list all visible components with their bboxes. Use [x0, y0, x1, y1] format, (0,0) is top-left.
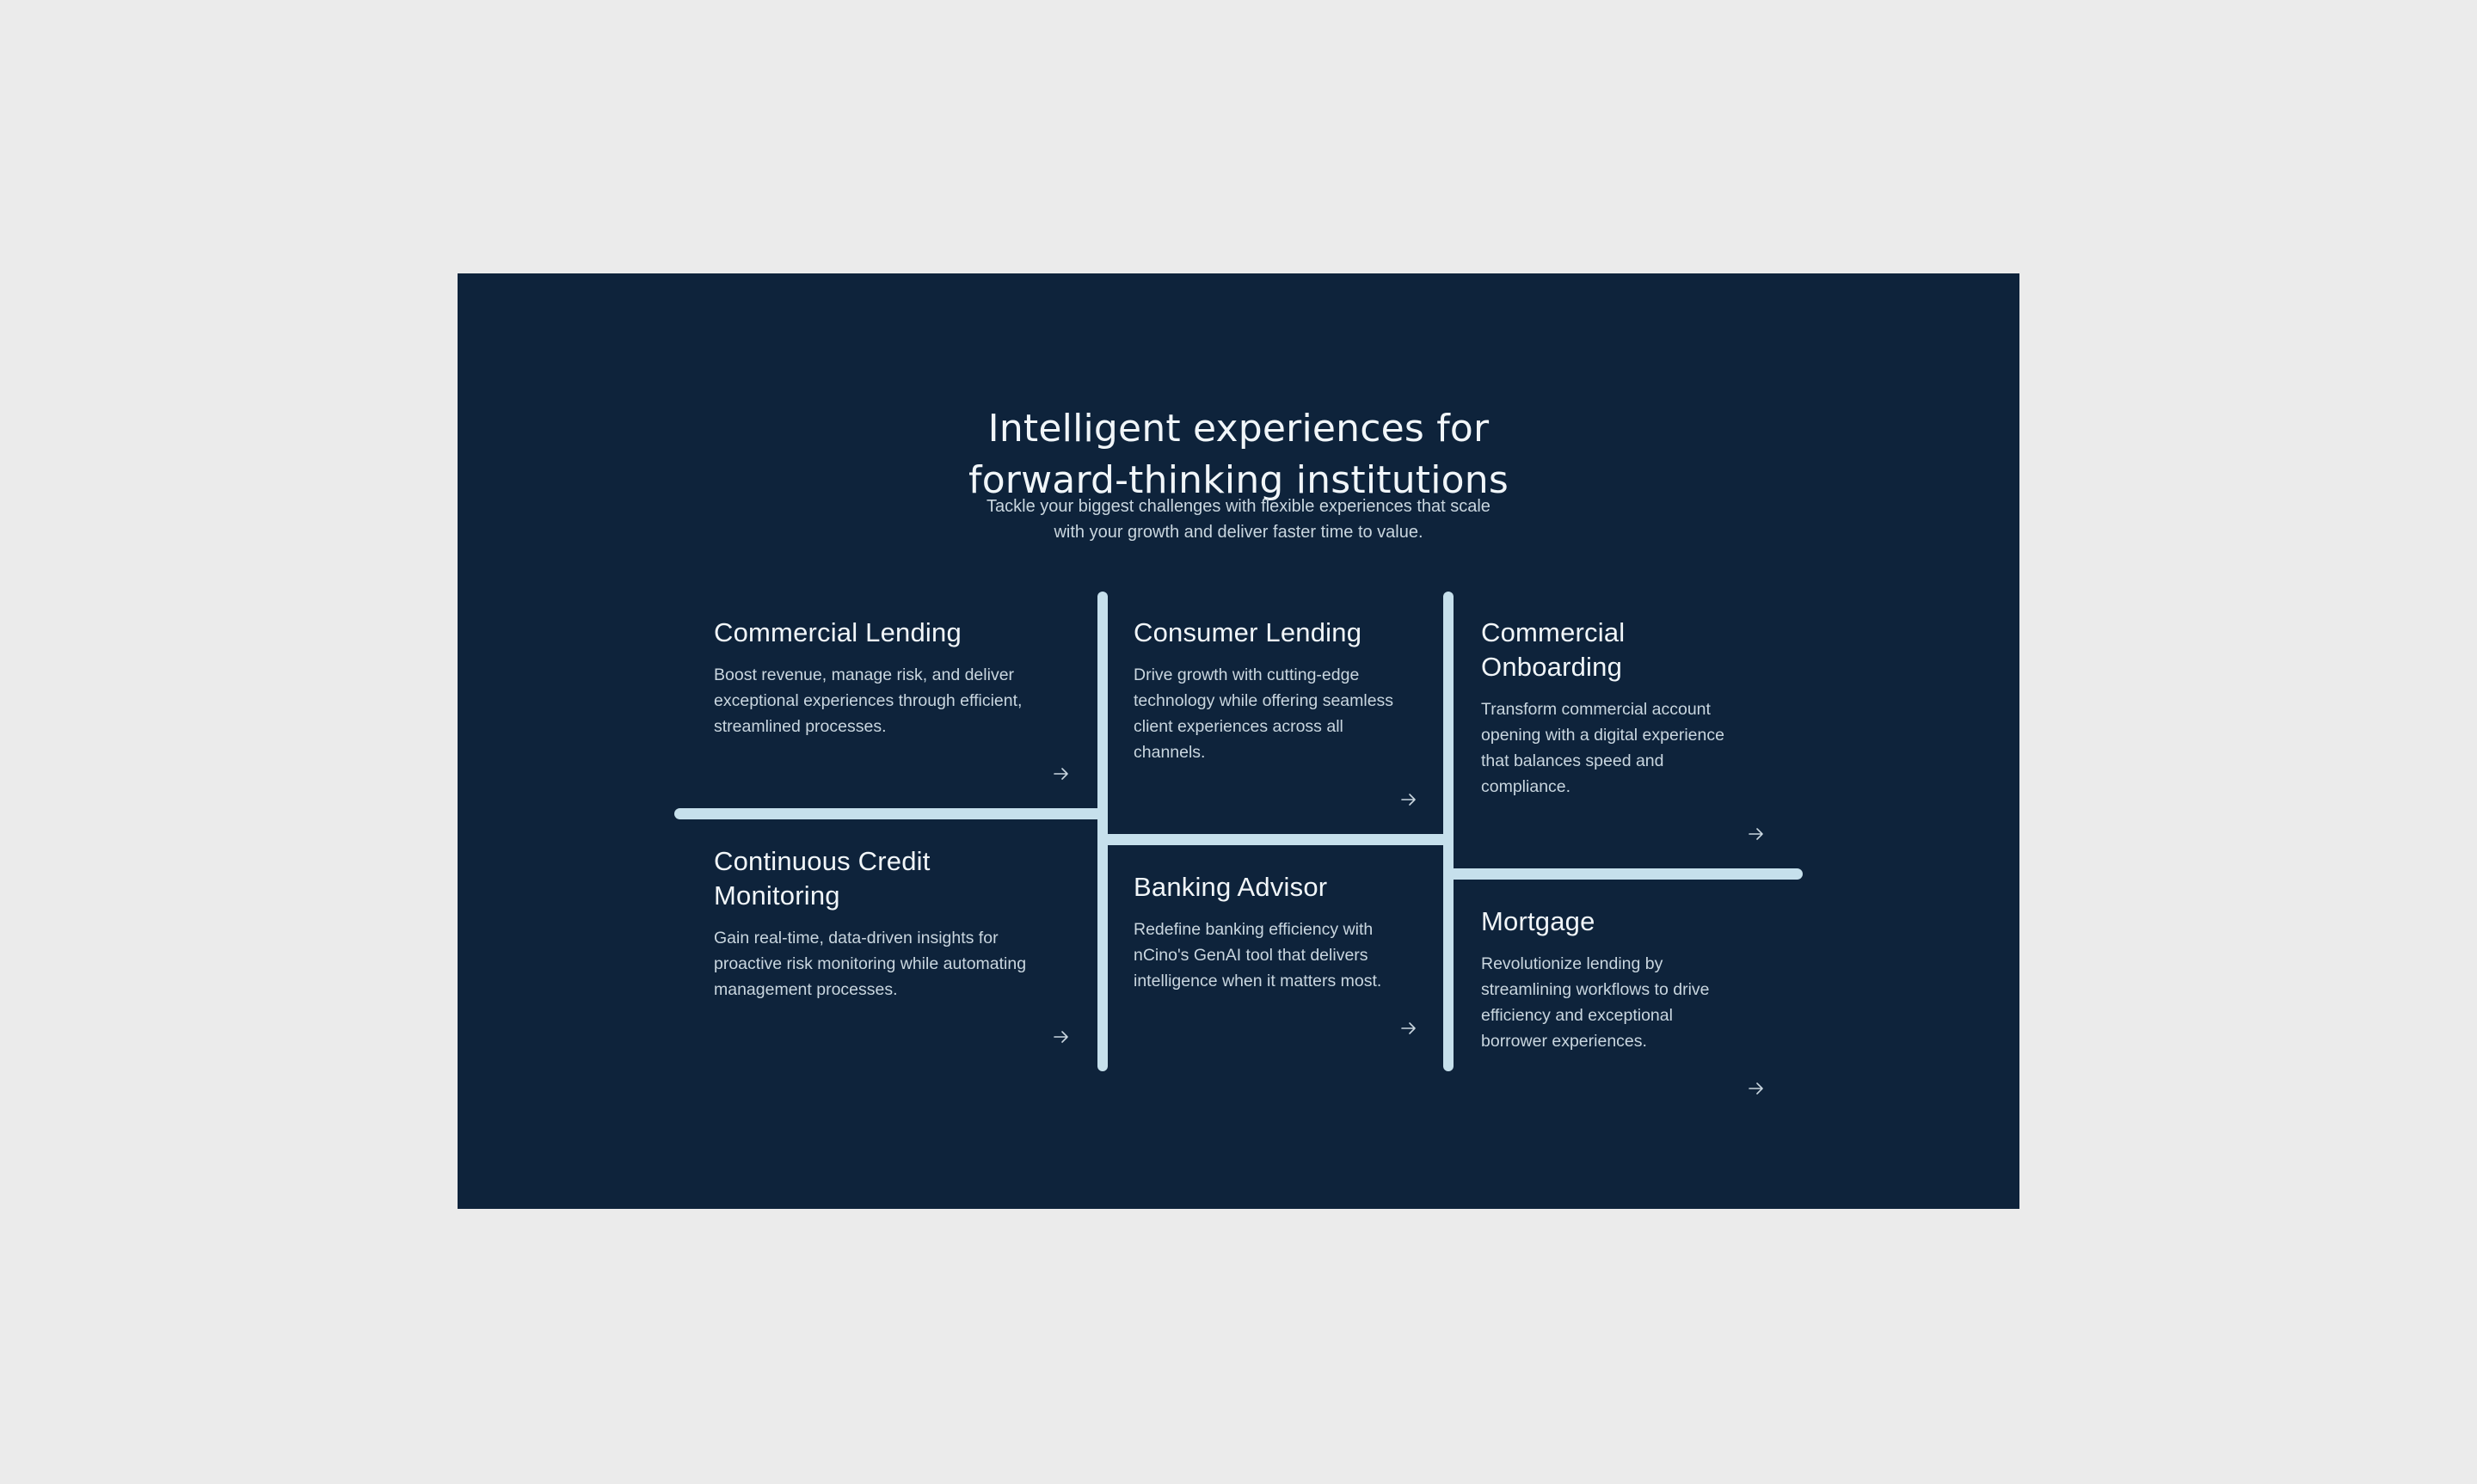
solutions-section: Intelligent experiences for forward-thin… [458, 273, 2019, 1209]
card-description-line: client experiences across all [1134, 717, 1343, 736]
card-mortgage[interactable]: Mortgage Revolutionize lending by stream… [1481, 905, 1782, 1054]
divider-vertical-left [1097, 592, 1108, 1071]
card-title-line: Commercial Lending [714, 617, 962, 647]
headline-line-2: forward-thinking institutions [968, 457, 1509, 502]
card-description: Transform commercial account opening wit… [1481, 696, 1782, 800]
card-title: Mortgage [1481, 905, 1782, 939]
card-title-line: Mortgage [1481, 906, 1595, 936]
arrow-right-icon[interactable] [1746, 824, 1767, 844]
card-title: Continuous Credit Monitoring [714, 844, 1075, 913]
headline-line-1: Intelligent experiences for [987, 406, 1490, 451]
card-title-line: Banking Advisor [1134, 872, 1328, 902]
arrow-right-icon[interactable] [1398, 789, 1419, 810]
arrow-right-icon[interactable] [1051, 763, 1072, 784]
card-title: Consumer Lending [1134, 616, 1426, 650]
card-title-line: Consumer Lending [1134, 617, 1362, 647]
card-title: Commercial Onboarding [1481, 616, 1782, 684]
card-description-line: Transform commercial account [1481, 700, 1711, 719]
card-title-line: Onboarding [1481, 652, 1623, 682]
divider-horizontal-right [1448, 868, 1803, 880]
subtitle-line-2: with your growth and deliver faster time… [1054, 523, 1423, 542]
divider-horizontal-left [674, 808, 1103, 819]
card-description-line: efficiency and exceptional [1481, 1006, 1673, 1025]
card-continuous-credit-monitoring[interactable]: Continuous Credit Monitoring Gain real-t… [714, 844, 1075, 1003]
card-description-line: streamlining workflows to drive [1481, 980, 1710, 999]
card-description-line: borrower experiences. [1481, 1032, 1647, 1051]
card-description-line: Redefine banking efficiency with [1134, 920, 1374, 939]
card-description: Gain real-time, data-driven insights for… [714, 925, 1075, 1003]
card-description-line: compliance. [1481, 777, 1571, 796]
card-title: Commercial Lending [714, 616, 1075, 650]
card-description-line: streamlined processes. [714, 717, 887, 736]
card-title: Banking Advisor [1134, 870, 1426, 905]
card-description-line: nCino's GenAI tool that delivers [1134, 946, 1368, 965]
card-description-line: opening with a digital experience [1481, 726, 1724, 745]
card-consumer-lending[interactable]: Consumer Lending Drive growth with cutti… [1134, 616, 1426, 765]
card-title-line: Commercial [1481, 617, 1626, 647]
arrow-right-icon[interactable] [1398, 1018, 1419, 1039]
section-headline: Intelligent experiences for forward-thin… [458, 403, 2019, 506]
card-description-line: channels. [1134, 743, 1206, 762]
card-description: Redefine banking efficiency with nCino's… [1134, 917, 1426, 994]
card-banking-advisor[interactable]: Banking Advisor Redefine banking efficie… [1134, 870, 1426, 994]
card-title-line: Monitoring [714, 880, 840, 911]
subtitle-line-1: Tackle your biggest challenges with flex… [986, 497, 1491, 516]
card-description-line: that balances speed and [1481, 751, 1664, 770]
card-title-line: Continuous Credit [714, 846, 931, 876]
arrow-right-icon[interactable] [1746, 1078, 1767, 1099]
card-description-line: Gain real-time, data-driven insights for [714, 929, 999, 947]
card-description-line: Boost revenue, manage risk, and deliver [714, 665, 1015, 684]
divider-vertical-right [1443, 592, 1454, 1071]
arrow-right-icon[interactable] [1051, 1027, 1072, 1047]
card-description: Boost revenue, manage risk, and deliver … [714, 662, 1075, 739]
card-commercial-onboarding[interactable]: Commercial Onboarding Transform commerci… [1481, 616, 1782, 800]
card-description-line: intelligence when it matters most. [1134, 972, 1382, 990]
card-description: Drive growth with cutting-edge technolog… [1134, 662, 1426, 765]
card-description-line: Revolutionize lending by [1481, 954, 1663, 973]
section-subtitle: Tackle your biggest challenges with flex… [458, 494, 2019, 545]
card-description-line: proactive risk monitoring while automati… [714, 954, 1027, 973]
divider-horizontal-middle [1103, 834, 1448, 845]
card-description-line: management processes. [714, 980, 898, 999]
card-description-line: exceptional experiences through efficien… [714, 691, 1023, 710]
card-description-line: technology while offering seamless [1134, 691, 1394, 710]
card-commercial-lending[interactable]: Commercial Lending Boost revenue, manage… [714, 616, 1075, 739]
card-description: Revolutionize lending by streamlining wo… [1481, 951, 1782, 1054]
card-description-line: Drive growth with cutting-edge [1134, 665, 1360, 684]
